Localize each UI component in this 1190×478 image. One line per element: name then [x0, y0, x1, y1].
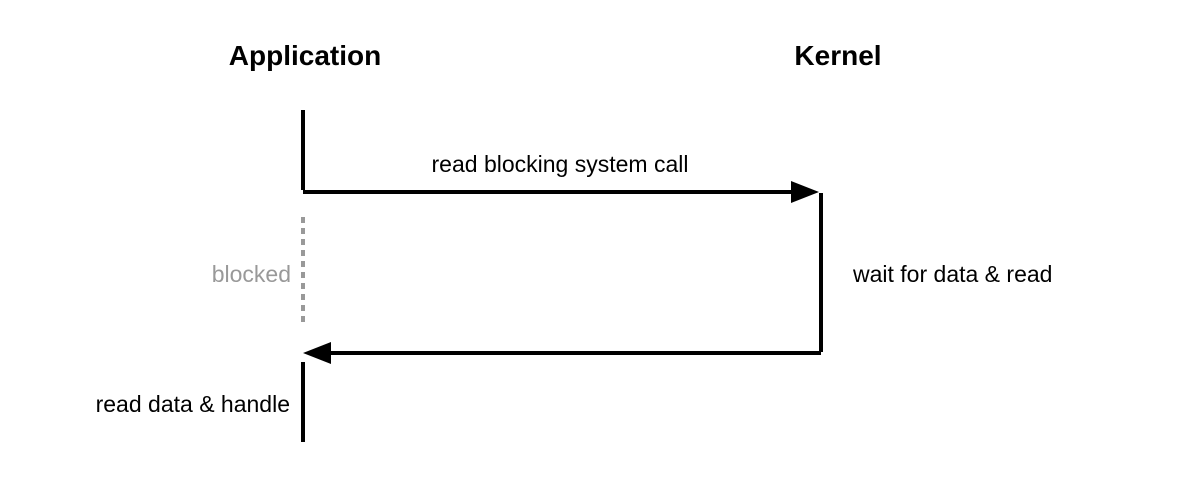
- app-handle-label: read data & handle: [96, 391, 290, 417]
- request-label: read blocking system call: [432, 151, 689, 177]
- request-arrow: [303, 181, 819, 203]
- kernel-work-label: wait for data & read: [852, 261, 1052, 287]
- blocked-label: blocked: [212, 261, 291, 287]
- actor-application-title: Application: [229, 40, 381, 71]
- return-arrow: [303, 342, 821, 364]
- actor-kernel-title: Kernel: [794, 40, 881, 71]
